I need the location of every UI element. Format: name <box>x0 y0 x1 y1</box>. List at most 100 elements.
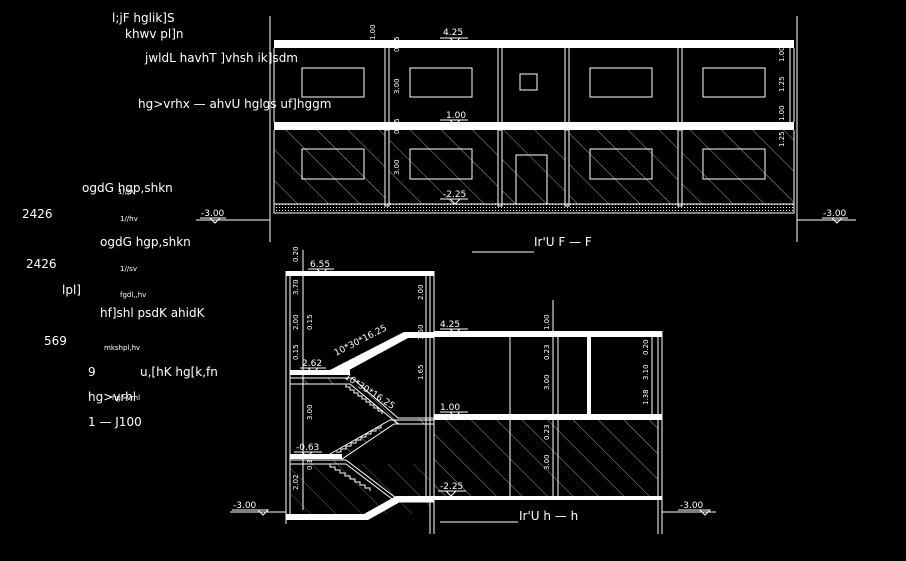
lower-hatch <box>434 420 658 496</box>
stair-roof <box>286 271 434 276</box>
mid-slab <box>274 122 794 130</box>
svg-text:1.00: 1.00 <box>440 403 460 413</box>
svg-text:4.25: 4.25 <box>443 28 463 38</box>
legend-text-4: hg>vrhx — ahvU hglgs uf]hggm <box>138 97 331 111</box>
svg-text:1.00: 1.00 <box>778 46 786 62</box>
svg-text:2.62: 2.62 <box>302 359 322 369</box>
level-marker: -3.00 <box>232 501 270 516</box>
legend-text-3: jwldL havhT ]vhsh ik]sdm <box>144 51 298 65</box>
window <box>301 148 365 180</box>
legend-text-11: 569 <box>44 334 67 348</box>
stair-label: 10*30*16.25 <box>333 324 389 359</box>
legend-text-7: ogdG hgp,shkn <box>100 235 191 249</box>
level-marker: -3.00 <box>678 501 712 516</box>
window <box>301 67 365 98</box>
legend: l;jF hglik]S khwv pl]n jwldL havhT ]vhsh… <box>22 11 331 429</box>
svg-text:0.25: 0.25 <box>393 36 401 52</box>
level-marker: 4.25 <box>440 28 468 44</box>
svg-text:1.65: 1.65 <box>417 364 425 380</box>
legend-text-1: l;jF hglik]S <box>112 11 175 25</box>
svg-text:1.38: 1.38 <box>642 389 650 405</box>
legend-text-12: 9 <box>88 365 96 379</box>
slab-ground <box>434 496 662 500</box>
legend-text-13: u,[hK hg[k,fn <box>140 365 218 379</box>
svg-text:-0.63: -0.63 <box>296 443 319 453</box>
legend-text-15: 1 — J100 <box>88 415 142 429</box>
section-title-bottom: Ir'U h — h <box>519 509 578 523</box>
svg-text:-3.00: -3.00 <box>680 501 704 511</box>
svg-text:-2.25: -2.25 <box>443 190 466 200</box>
window <box>409 148 473 180</box>
level-marker: 4.25 <box>440 320 468 335</box>
svg-text:0.16: 0.16 <box>306 454 314 470</box>
svg-text:-3.00: -3.00 <box>233 501 257 511</box>
stair-flight <box>330 332 434 375</box>
level-marker: -2.25 <box>440 190 468 205</box>
level-marker: -3.00 <box>822 209 848 224</box>
lower-floor-hatch <box>274 130 794 204</box>
svg-text:-3.00: -3.00 <box>201 209 225 219</box>
note-5: mkshpl,hv <box>104 344 140 352</box>
svg-text:-3.00: -3.00 <box>823 209 847 219</box>
legend-text-10: hf]shl psdK ahidK <box>100 306 206 320</box>
svg-text:1.00: 1.00 <box>446 111 466 121</box>
svg-text:6.55: 6.55 <box>310 260 330 270</box>
svg-text:2.00: 2.00 <box>417 284 425 300</box>
note-4: fgdl,,hv <box>120 291 146 299</box>
svg-text:1.25: 1.25 <box>778 76 786 92</box>
svg-text:1.00: 1.00 <box>778 105 786 121</box>
roof-slab <box>274 40 794 48</box>
level-marker: 1.00 <box>440 111 468 126</box>
svg-text:3.00: 3.00 <box>393 78 401 94</box>
svg-text:0.15: 0.15 <box>306 314 314 330</box>
level-marker: 6.55 <box>308 260 334 275</box>
svg-text:0.25: 0.25 <box>393 118 401 134</box>
svg-text:0.20: 0.20 <box>642 339 650 355</box>
window-small <box>519 73 538 91</box>
section-top: 4.25 1.00 -2.25 -3.00 -3.00 1.00 0.25 3.… <box>196 16 856 253</box>
legend-text-5: ogdG hgp,shkn <box>82 181 173 195</box>
svg-text:0.23: 0.23 <box>543 344 551 360</box>
note-3: 1//sv <box>120 265 137 273</box>
slab-1-00 <box>434 414 662 420</box>
svg-text:4.25: 4.25 <box>440 320 460 330</box>
note-1: 1//hv <box>118 188 136 196</box>
note-6: hg>vrhl <box>112 394 140 402</box>
level-marker: -0.63 <box>294 443 322 458</box>
svg-text:3.70: 3.70 <box>292 279 300 295</box>
legend-text-8: 2426 <box>26 257 57 271</box>
window <box>702 67 766 98</box>
svg-text:0.23: 0.23 <box>543 424 551 440</box>
svg-text:1.00: 1.00 <box>543 314 551 330</box>
svg-text:0.15: 0.15 <box>292 344 300 360</box>
svg-text:1.00: 1.00 <box>369 24 377 40</box>
svg-text:3.00: 3.00 <box>543 374 551 390</box>
window <box>589 148 653 180</box>
legend-text-6: 2426 <box>22 207 53 221</box>
svg-text:2.02: 2.02 <box>292 474 300 490</box>
svg-text:3.00: 3.00 <box>306 404 314 420</box>
legend-text-2: khwv pl]n <box>125 27 184 41</box>
svg-text:0.20: 0.20 <box>292 246 300 262</box>
svg-text:3.00: 3.00 <box>543 454 551 470</box>
svg-text:1.50: 1.50 <box>417 324 425 340</box>
level-marker: 2.62 <box>300 359 326 374</box>
svg-text:-2.25: -2.25 <box>440 482 463 492</box>
legend-text-9: lpl] <box>62 283 81 297</box>
window <box>702 148 766 180</box>
svg-text:3.10: 3.10 <box>642 364 650 380</box>
svg-text:3.00: 3.00 <box>393 159 401 175</box>
slab-4-25 <box>434 331 662 337</box>
window <box>409 67 473 98</box>
ground-slab <box>273 203 795 214</box>
level-marker: -3.00 <box>200 209 226 224</box>
level-marker: -2.25 <box>438 482 466 497</box>
legend-text-14: hg>vrhl <box>88 390 136 404</box>
stair-label: 10*30*16.25 <box>342 372 396 412</box>
svg-text:1.25: 1.25 <box>778 131 786 147</box>
section-title-top: Ir'U F — F <box>534 235 592 249</box>
svg-text:2.00: 2.00 <box>292 314 300 330</box>
section-bottom: 6.55 4.25 1.00 2.62 -0.63 -2.25 <box>230 246 716 534</box>
window <box>589 67 653 98</box>
